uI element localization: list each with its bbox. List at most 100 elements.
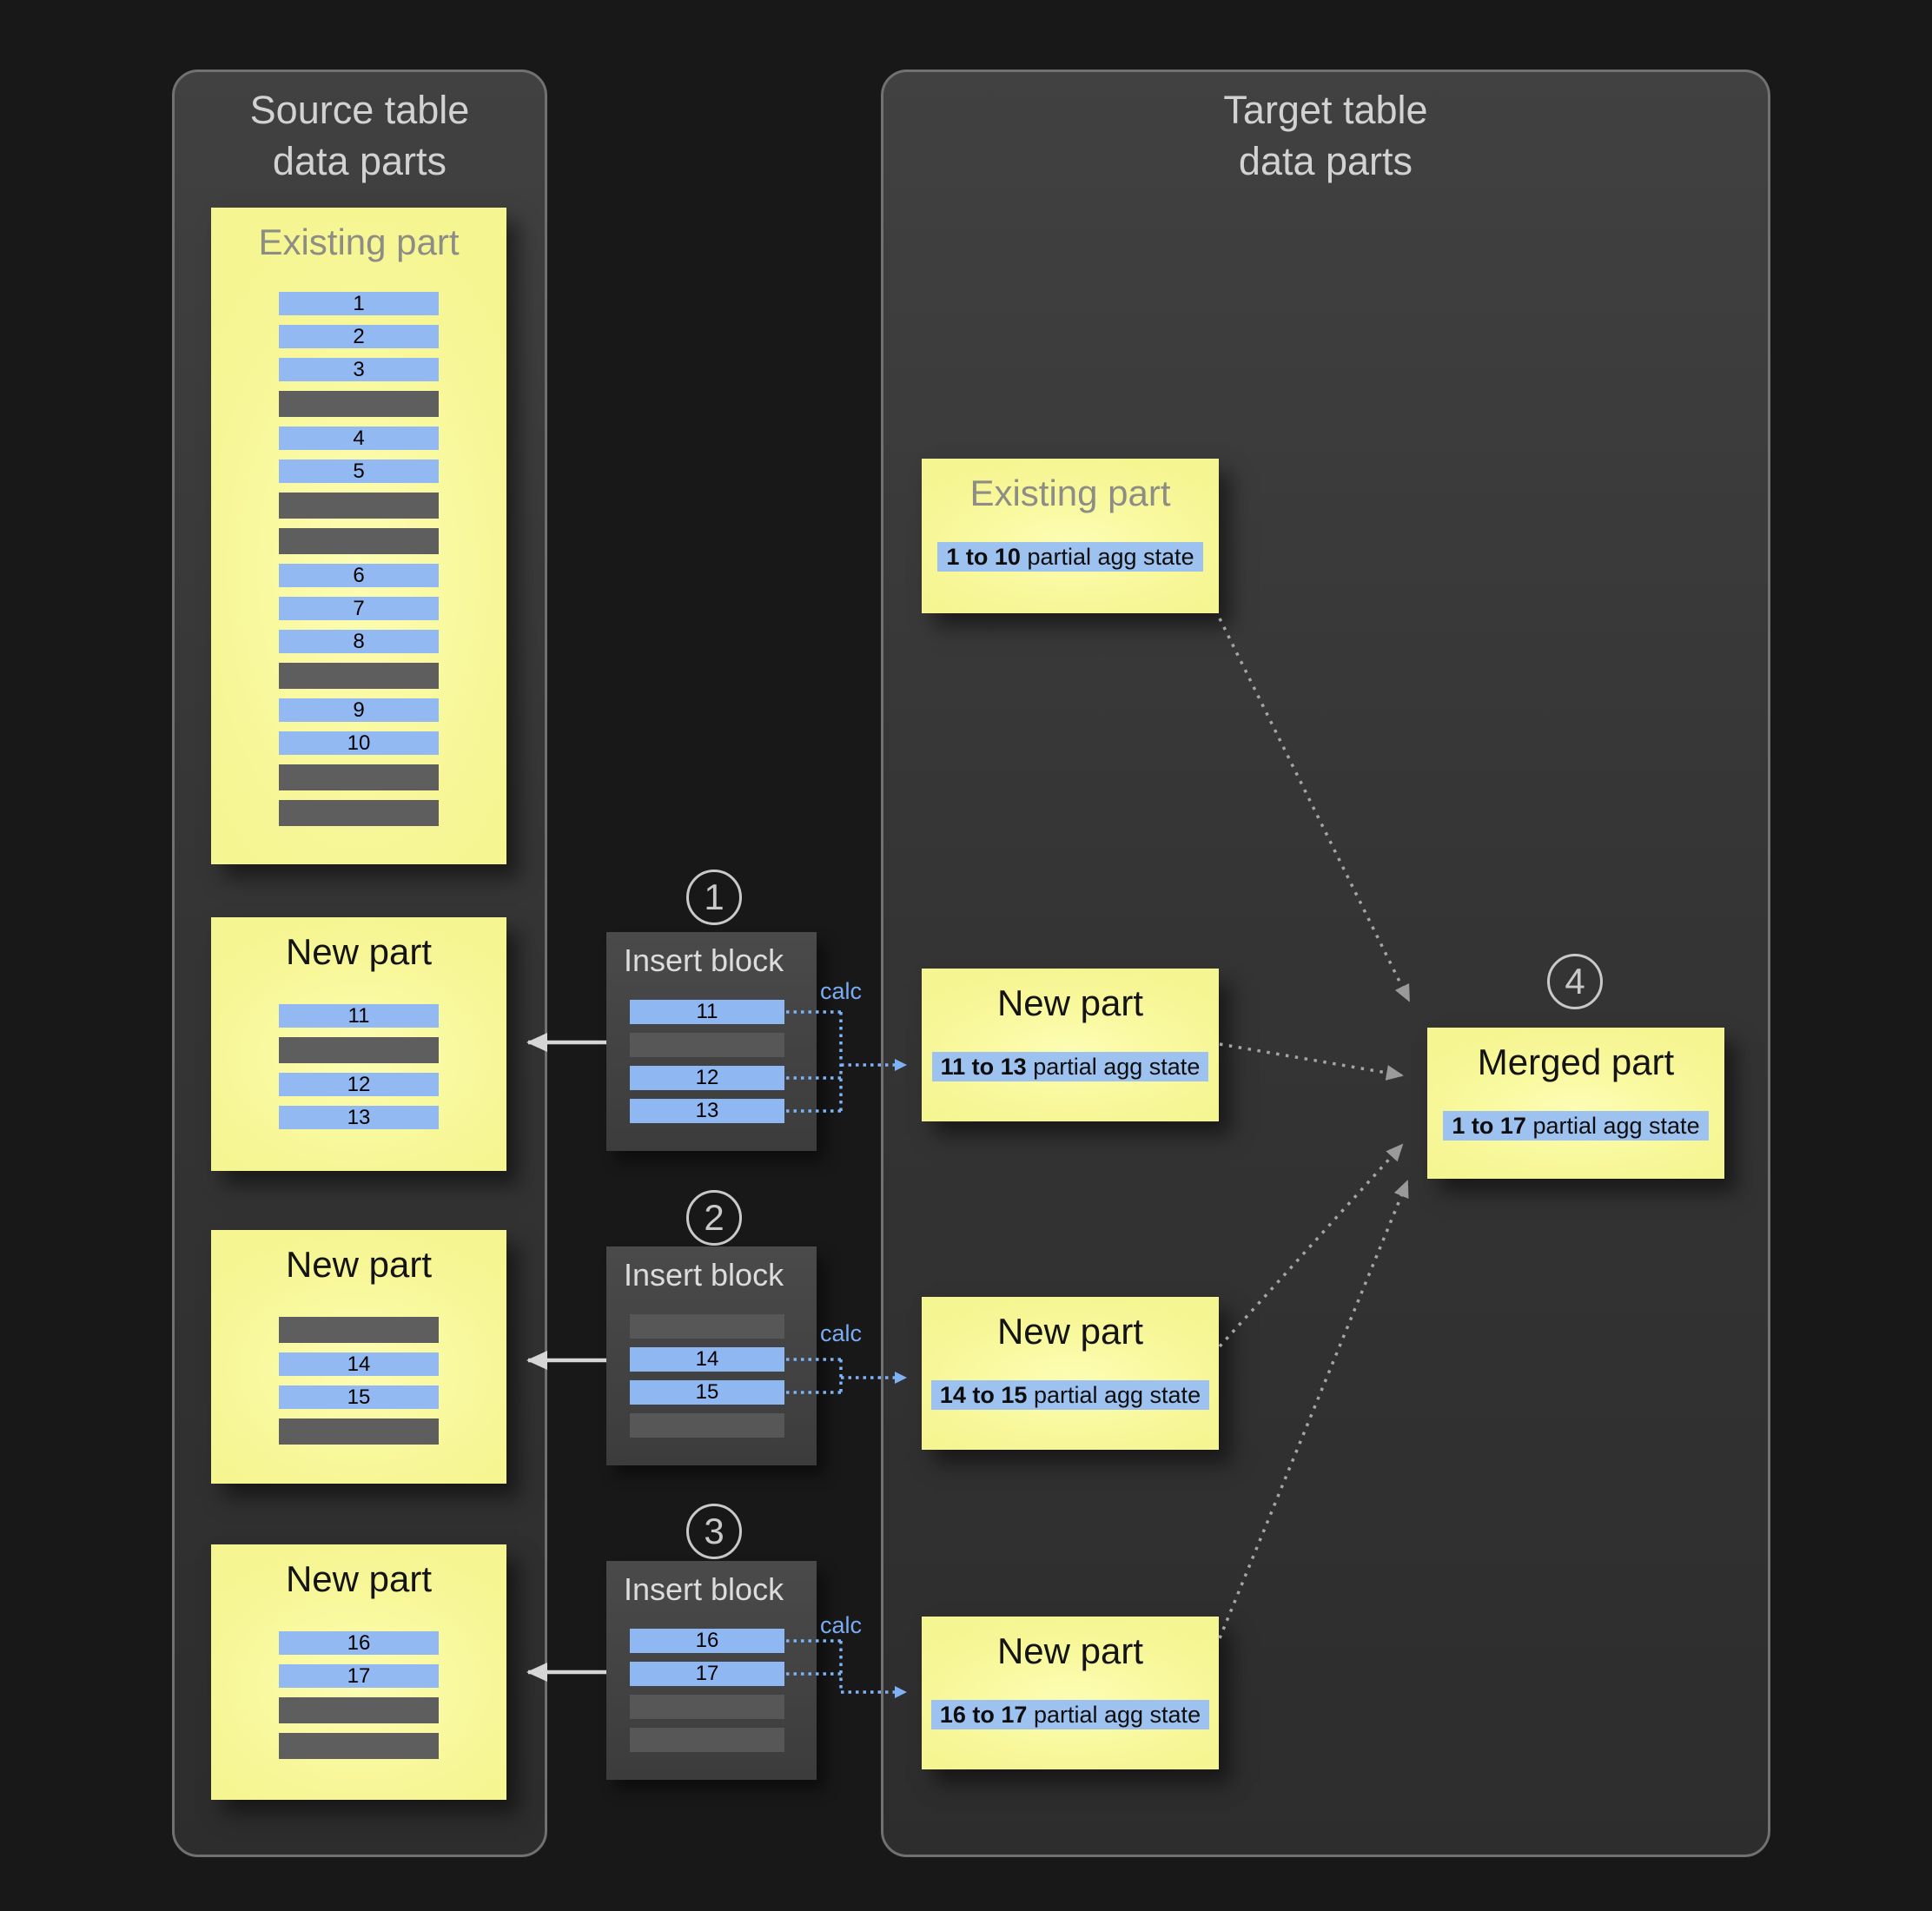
target-new-part-2-title: New part <box>996 1311 1144 1352</box>
data-row: 13 <box>279 1106 439 1129</box>
step-1-badge: 1 <box>686 870 742 925</box>
step-3-badge: 3 <box>686 1504 742 1559</box>
source-existing-part-rows: 1 2 3 4 5 6 7 8 9 10 <box>279 292 439 826</box>
data-row: 13 <box>630 1099 784 1123</box>
calc-label-3: calc <box>820 1612 863 1638</box>
source-new-part-2-title: New part <box>285 1244 433 1285</box>
data-row: 15 <box>630 1380 784 1405</box>
target-merged-part-chip-wrap: 1 to 17 partial agg state <box>1427 1111 1724 1141</box>
target-existing-part-title: Existing part <box>969 473 1171 513</box>
source-panel-title: Source table data parts <box>249 88 470 184</box>
data-row: 1 <box>279 292 439 315</box>
step-4-badge: 4 <box>1547 954 1603 1009</box>
calc-label-2: calc <box>820 1320 863 1346</box>
data-row: 7 <box>279 597 439 620</box>
agg-label: partial agg state <box>1027 1382 1201 1408</box>
agg-label: partial agg state <box>1026 1054 1201 1080</box>
filler-row <box>630 1033 784 1057</box>
filler-row <box>279 1418 439 1445</box>
agg-state-chip: 11 to 13 partial agg state <box>931 1052 1209 1081</box>
target-new-part-2: New part 14 to 15 partial agg state <box>922 1297 1219 1450</box>
target-new-part-2-chip-wrap: 14 to 15 partial agg state <box>922 1380 1219 1410</box>
source-new-part-1-title: New part <box>285 931 433 972</box>
filler-row <box>279 1037 439 1063</box>
target-new-part-3-chip-wrap: 16 to 17 partial agg state <box>922 1700 1219 1729</box>
filler-row <box>279 391 439 417</box>
source-new-part-1: New part 11 12 13 <box>211 917 506 1171</box>
target-merged-part: Merged part 1 to 17 partial agg state <box>1427 1028 1724 1179</box>
filler-row <box>630 1314 784 1339</box>
data-row: 12 <box>630 1066 784 1090</box>
data-row: 14 <box>279 1352 439 1376</box>
target-existing-part-chip-wrap: 1 to 10 partial agg state <box>922 542 1219 572</box>
data-row: 17 <box>630 1662 784 1686</box>
data-row: 2 <box>279 325 439 348</box>
data-row: 6 <box>279 564 439 587</box>
data-row: 5 <box>279 460 439 483</box>
data-row: 9 <box>279 698 439 722</box>
filler-row <box>279 764 439 790</box>
target-new-part-3-title: New part <box>996 1630 1144 1671</box>
agg-label: partial agg state <box>1020 544 1194 570</box>
data-row: 16 <box>279 1631 439 1655</box>
data-row: 12 <box>279 1073 439 1096</box>
agg-range: 14 to 15 <box>939 1382 1028 1408</box>
calc-label-1: calc <box>820 978 863 1004</box>
data-row: 8 <box>279 630 439 653</box>
target-new-part-1: New part 11 to 13 partial agg state <box>922 969 1219 1121</box>
data-row: 15 <box>279 1385 439 1409</box>
agg-label: partial agg state <box>1027 1702 1201 1728</box>
step-2-badge: 2 <box>686 1190 742 1246</box>
filler-row <box>279 1317 439 1343</box>
target-panel-title: Target table data parts <box>1223 88 1428 184</box>
source-existing-part: Existing part 1 2 3 4 5 6 7 8 9 10 <box>211 208 506 864</box>
data-row: 4 <box>279 427 439 450</box>
filler-row <box>279 493 439 519</box>
target-new-part-1-title: New part <box>996 982 1144 1023</box>
filler-row <box>279 1697 439 1723</box>
filler-row <box>630 1413 784 1438</box>
agg-range: 11 to 13 <box>940 1054 1027 1080</box>
data-row: 17 <box>279 1664 439 1688</box>
filler-row <box>630 1728 784 1752</box>
data-row: 3 <box>279 358 439 381</box>
filler-row <box>279 663 439 689</box>
agg-state-chip: 14 to 15 partial agg state <box>930 1380 1210 1410</box>
filler-row <box>630 1695 784 1719</box>
agg-label: partial agg state <box>1525 1113 1700 1139</box>
target-table-panel: Target table data parts Existing part 1 … <box>881 69 1770 1857</box>
agg-state-chip: 1 to 17 partial agg state <box>1443 1111 1709 1141</box>
source-new-part-1-rows: 11 12 13 <box>279 1004 439 1129</box>
insert-block-2-title: Insert block <box>624 1257 784 1293</box>
data-row: 11 <box>630 1000 784 1024</box>
filler-row <box>279 528 439 554</box>
data-row: 16 <box>630 1629 784 1653</box>
insert-block-1-rows: 11 12 13 <box>630 1000 784 1123</box>
insert-block-1-title: Insert block <box>624 942 784 978</box>
target-new-part-1-chip-wrap: 11 to 13 partial agg state <box>922 1052 1219 1081</box>
target-existing-part: Existing part 1 to 10 partial agg state <box>922 459 1219 613</box>
data-row: 14 <box>630 1347 784 1372</box>
agg-range: 1 to 10 <box>946 544 1021 570</box>
filler-row <box>279 1733 439 1759</box>
data-row: 10 <box>279 731 439 755</box>
source-existing-part-title: Existing part <box>258 222 460 262</box>
target-merged-part-title: Merged part <box>1477 1041 1675 1082</box>
source-new-part-3-title: New part <box>285 1558 433 1599</box>
agg-state-chip: 16 to 17 partial agg state <box>930 1700 1210 1729</box>
insert-block-1: Insert block 11 12 13 <box>606 932 817 1151</box>
agg-range: 16 to 17 <box>939 1702 1028 1728</box>
target-new-part-3: New part 16 to 17 partial agg state <box>922 1617 1219 1769</box>
data-row: 11 <box>279 1004 439 1028</box>
agg-state-chip: 1 to 10 partial agg state <box>937 542 1203 572</box>
